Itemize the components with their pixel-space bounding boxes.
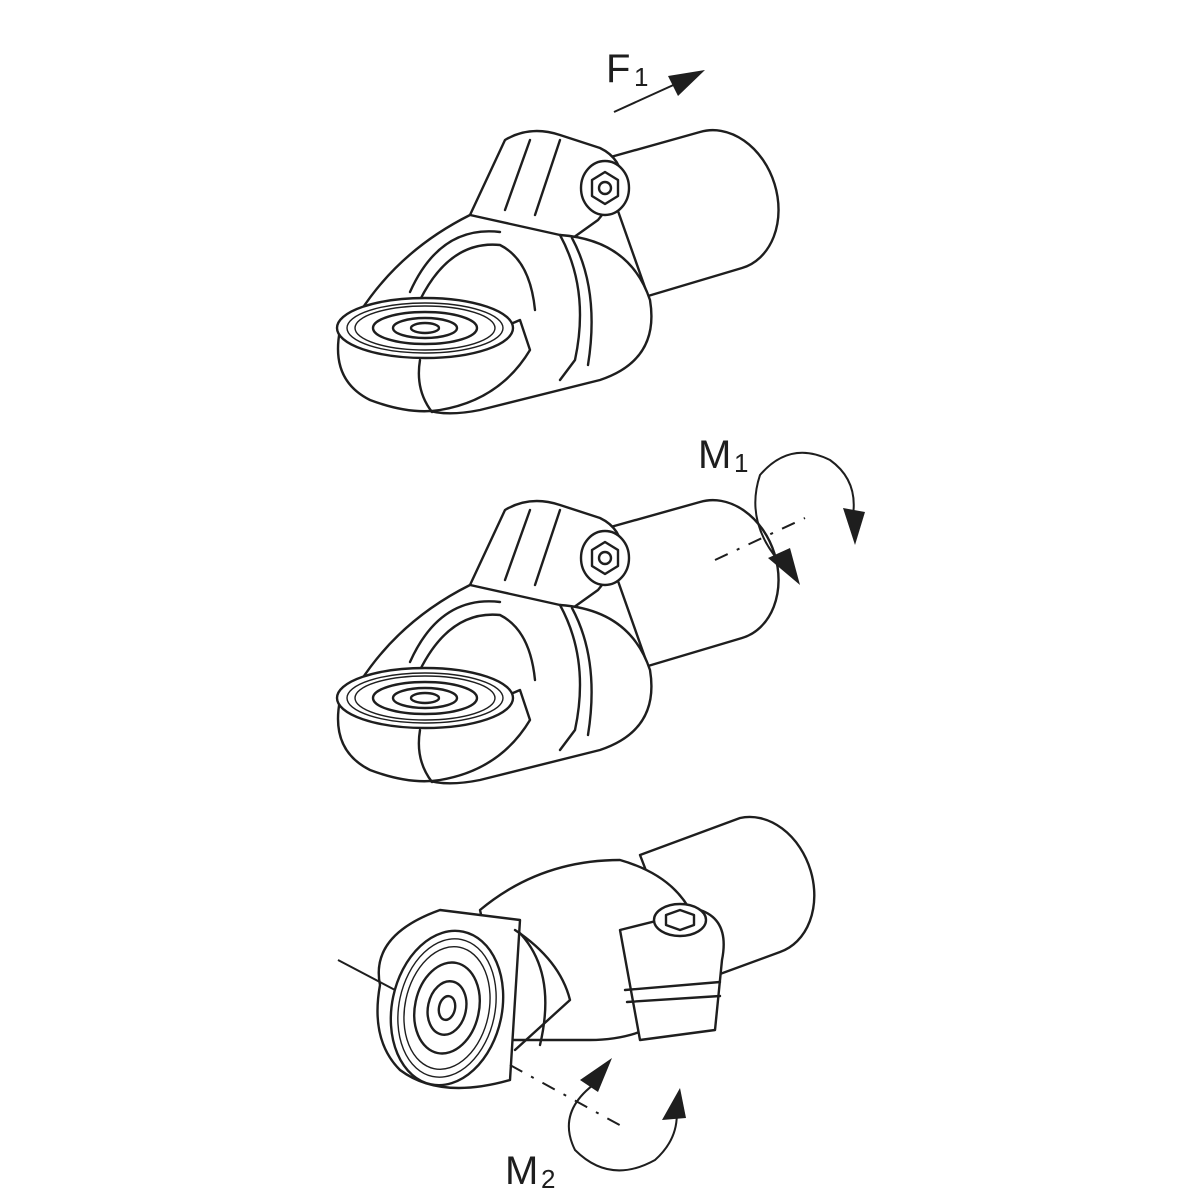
clamp-bottom <box>337 815 816 1129</box>
moment2-label-subscript: 2 <box>541 1164 555 1194</box>
moment-arrow-icon <box>754 451 865 585</box>
serrated-disc-top <box>335 296 515 360</box>
moment1-label-subscript: 1 <box>734 448 748 478</box>
moment1-label: M <box>698 433 731 477</box>
label-f1: F 1 <box>606 47 648 92</box>
axis-line-bottom-left <box>337 959 396 991</box>
force-label: F <box>606 47 630 91</box>
force-label-subscript: 1 <box>634 62 648 92</box>
force-arrow-icon <box>613 70 705 113</box>
axis-line-bottom-right <box>509 1064 626 1129</box>
tube-top <box>598 128 780 298</box>
clamp-middle <box>335 498 806 785</box>
label-m1: M 1 <box>698 433 748 478</box>
moment-arrow-icon <box>567 1058 686 1172</box>
axis-line-middle <box>714 517 806 561</box>
moment2-label: M <box>505 1149 538 1193</box>
clamp-top <box>335 128 780 415</box>
label-m2: M 2 <box>505 1149 555 1194</box>
serrated-disc-middle <box>335 666 515 730</box>
